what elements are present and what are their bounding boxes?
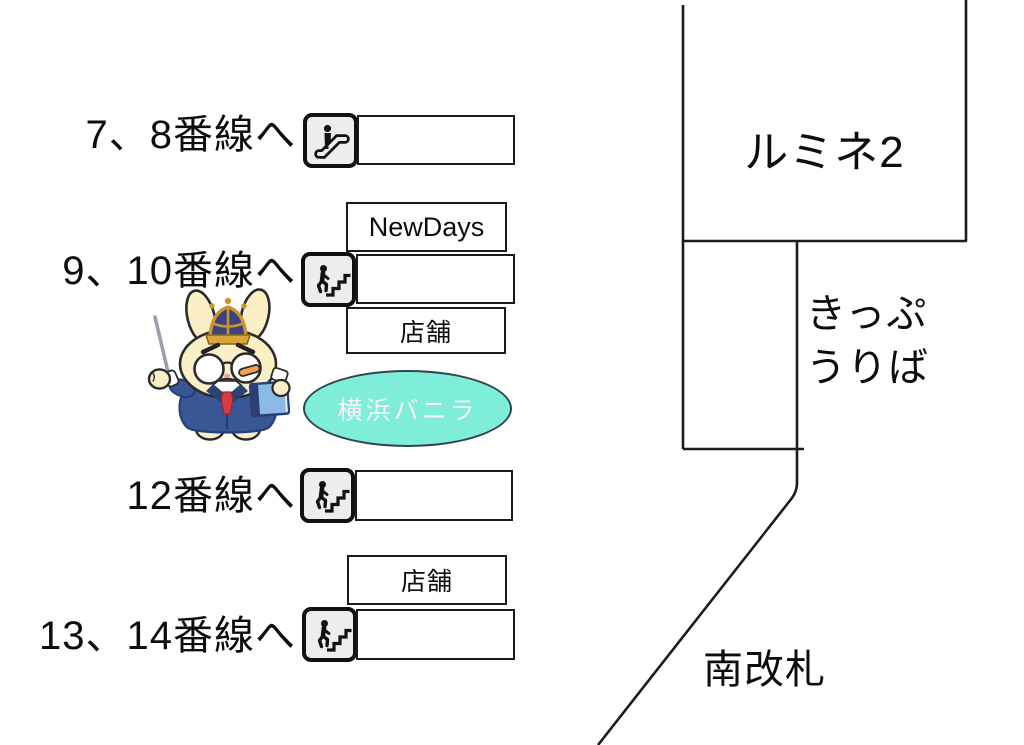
crowned-rabbit-mascot-icon <box>147 288 291 441</box>
stairs-icon-box-3 <box>302 607 357 662</box>
escalator-icon <box>313 124 350 159</box>
platform-label-13-14: 13、14番線へ <box>39 614 296 658</box>
shop-label-store-upper: 店舗 <box>399 318 452 347</box>
shop-box-store-upper: 店舗 <box>346 307 506 354</box>
shop-label-newdays: NewDays <box>368 211 485 242</box>
platform-label-7-8: 7、8番線へ <box>85 113 296 157</box>
stairs-icon-box-2 <box>300 468 355 523</box>
stairs-icon <box>316 264 350 297</box>
platform-label-9-10: 9、10番線へ <box>62 249 296 293</box>
ticket-office-line2: うりば <box>806 345 929 390</box>
destination-box-9-10 <box>356 254 515 304</box>
shop-box-store-lower: 店舗 <box>347 555 507 605</box>
stairs-icon <box>315 480 349 513</box>
platform-label-12: 12番線へ <box>126 474 296 518</box>
destination-box-12 <box>355 470 513 521</box>
escalator-icon-box <box>303 113 358 168</box>
stairs-icon-box-1 <box>301 252 356 307</box>
lumine2-label: ルミネ2 <box>744 128 905 177</box>
yokohama-vanilla-label: 横浜バニラ <box>337 396 478 425</box>
south-gate-label: 南改札 <box>703 648 826 692</box>
destination-box-13-14 <box>356 609 515 660</box>
destination-box-7-8 <box>357 115 515 165</box>
stairs-icon <box>317 619 351 652</box>
ticket-office-line1: きっぷ <box>806 292 928 336</box>
shop-box-newdays: NewDays <box>346 202 507 252</box>
shop-label-store-lower: 店舗 <box>400 568 453 596</box>
ticket-office-label: きっぷ うりば <box>806 288 929 395</box>
yokohama-vanilla-badge: 横浜バニラ <box>303 370 512 447</box>
